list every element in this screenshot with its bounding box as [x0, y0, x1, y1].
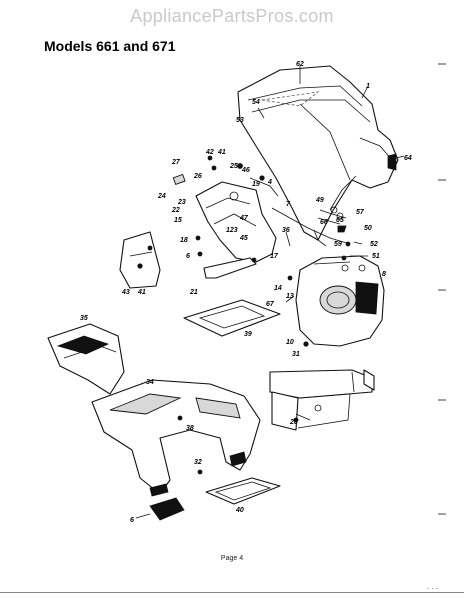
callout: 52	[370, 241, 378, 248]
margin-ticks	[438, 63, 446, 515]
callout: 40	[235, 507, 244, 514]
hood-part	[237, 65, 399, 241]
callout: 64	[404, 155, 412, 162]
fasteners	[172, 155, 351, 475]
callout: 25	[229, 163, 238, 170]
bracket-left-part	[119, 231, 161, 289]
dash-panel-part	[195, 177, 279, 263]
callout: 43	[121, 289, 130, 296]
callout: 18	[180, 237, 188, 244]
callout: 6	[130, 517, 134, 524]
callout: 21	[189, 289, 198, 296]
callout: 31	[292, 351, 300, 358]
frame-part	[269, 369, 375, 431]
callout: 46	[241, 167, 250, 174]
callout: 65	[336, 217, 344, 224]
callout: 50	[364, 225, 372, 232]
callout: 22	[171, 207, 180, 214]
callout: 35	[80, 315, 88, 322]
callout: 17	[270, 253, 279, 260]
callout: 13	[286, 293, 294, 300]
callout-labels: 62 1 54 53 64 42 41 27 26 25 46 4 19 24 …	[80, 61, 412, 524]
callout: 6	[186, 253, 190, 260]
callout: 39	[244, 331, 252, 338]
callout: 10	[286, 339, 294, 346]
callout: 123	[226, 227, 238, 234]
callout: 7	[286, 201, 291, 208]
callout: 23	[177, 199, 186, 206]
step-plate-part	[205, 477, 281, 505]
callout: 19	[252, 181, 260, 188]
footrest-part	[47, 323, 125, 395]
callout: 66	[320, 219, 328, 226]
callout: 47	[239, 215, 249, 222]
trim-part	[149, 497, 185, 521]
grille-housing-part	[295, 255, 385, 347]
callout: 62	[296, 61, 304, 68]
bottom-rule	[0, 592, 464, 593]
callout: 59	[334, 241, 342, 248]
page-title: Models 661 and 671	[44, 38, 176, 54]
callout: 41	[137, 289, 146, 296]
callout: 38	[186, 425, 194, 432]
site-watermark: AppliancePartsPros.com	[130, 6, 334, 26]
callout: 1	[366, 83, 370, 90]
callout: 24	[157, 193, 166, 200]
bracket-part	[203, 257, 257, 279]
callout: 51	[372, 253, 380, 260]
fender-part	[91, 379, 261, 497]
callout: 41	[217, 149, 226, 156]
callout: 27	[171, 159, 181, 166]
callout: 34	[146, 379, 154, 386]
callout: 54	[252, 99, 260, 106]
floor-plate-part	[183, 299, 281, 337]
callout: 42	[205, 149, 214, 156]
page-number: Page 4	[220, 555, 244, 562]
corner-mark: . . .	[426, 582, 438, 591]
callout: 53	[236, 117, 244, 124]
callout: 49	[315, 197, 324, 204]
callout: 14	[274, 285, 282, 292]
callout: 67	[266, 301, 275, 308]
callout: 26	[193, 173, 202, 180]
callout: 36	[282, 227, 290, 234]
leader-lines	[135, 66, 405, 519]
callout: 20	[289, 419, 298, 426]
linkage-rods	[271, 207, 351, 247]
callout: 8	[382, 271, 386, 278]
callout: 15	[174, 217, 182, 224]
callout: 57	[356, 209, 365, 216]
callout: 32	[194, 459, 202, 466]
callout: 45	[239, 235, 248, 242]
callout: 4	[267, 179, 272, 186]
